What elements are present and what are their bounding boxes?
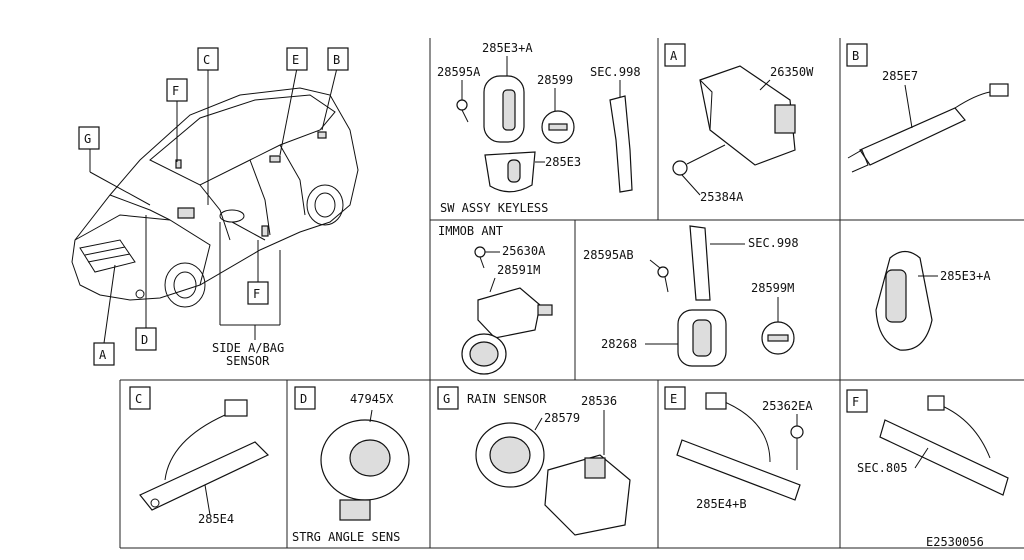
callout-letter: F (852, 395, 859, 409)
callout-letter: E (670, 392, 677, 406)
callout-letter: G (84, 132, 91, 146)
side-airbag-label-1: SIDE A/BAG (212, 341, 284, 355)
fob-panel: 285E3+A (875, 250, 991, 351)
keyless-part-285e3a: 285E3+A (482, 41, 533, 55)
sensor-bar-f (879, 419, 1009, 496)
callout-letter: G (443, 392, 450, 406)
immob-panel: IMMOB ANT 25630A 28591M (438, 224, 553, 375)
callout-letter: F (172, 84, 179, 98)
panel-g-part-28579: 28579 (544, 411, 580, 425)
callout-d: D (135, 327, 157, 351)
callout-letter: B (333, 53, 340, 67)
immob-title: IMMOB ANT (438, 224, 503, 238)
callout-f-bottom: F (247, 281, 269, 305)
side-airbag-label-2: SENSOR (226, 354, 270, 368)
callout-letter: B (852, 49, 859, 63)
callout-letter: A (670, 49, 678, 63)
keyless-panel: 285E3+A 28595A 28599 SEC.998 285E3 SW AS… (437, 41, 641, 215)
panel-e-part-25362ea: 25362EA (762, 399, 813, 413)
rain-sensor (544, 454, 631, 536)
key-part-28595ab: 28595AB (583, 248, 634, 262)
panel-e-part-285e4b: 285E4+B (696, 497, 747, 511)
callout-c: C (197, 47, 219, 71)
panel-a-part-25384a: 25384A (700, 190, 744, 204)
callout-letter: C (135, 392, 142, 406)
panel-grid (119, 38, 1024, 549)
callout-letter: C (203, 53, 210, 67)
key-part-28599m: 28599M (751, 281, 794, 295)
panel-g-part-28536: 28536 (581, 394, 617, 408)
immob-part-25630a: 25630A (502, 244, 546, 258)
callout-f-top: F (166, 78, 188, 102)
keyless-title: SW ASSY KEYLESS (440, 201, 548, 215)
callout-b: B (327, 47, 349, 71)
callout-g: G (78, 126, 100, 150)
keyless-part-28595a: 28595A (437, 65, 481, 79)
callout-letter: D (300, 392, 307, 406)
immob-part-28591m: 28591M (497, 263, 540, 277)
panel-g: G RAIN SENSOR 28536 28579 (437, 386, 631, 536)
callout-letter: A (99, 348, 107, 362)
panel-f: F SEC.805 (846, 389, 1009, 496)
immobilizer-antenna (477, 287, 541, 339)
panel-g-title: RAIN SENSOR (467, 392, 547, 406)
panel-b-part-285e7: 285E7 (882, 69, 918, 83)
key-part-28268: 28268 (601, 337, 637, 351)
keyless-key-blade (609, 95, 633, 193)
panel-f-part-sec805: SEC.805 (857, 461, 908, 475)
sensor-bar-c (139, 441, 270, 511)
key-part-sec998: SEC.998 (748, 236, 799, 250)
panel-b: B 285E7 (846, 43, 1009, 173)
panel-a-part-26350w: 26350W (770, 65, 814, 79)
panel-c-part-285e4: 285E4 (198, 512, 234, 526)
sensor-bar-e (676, 439, 801, 501)
diagram-id: E2530056 (926, 535, 984, 549)
key-panel: 28595AB SEC.998 28599M 28268 (583, 225, 799, 367)
panel-d: D 47945X STRG ANGLE SENS (292, 386, 410, 544)
keyless-part-285e3: 285E3 (545, 155, 581, 169)
panel-e: E 25362EA 285E4+B (664, 386, 813, 511)
panel-a: A 26350W 25384A (664, 43, 814, 204)
callout-a: A (93, 342, 115, 366)
callout-e: E (286, 47, 308, 71)
callout-letter: D (141, 333, 148, 347)
panel-d-title: STRG ANGLE SENS (292, 530, 400, 544)
fob-part-285e3a: 285E3+A (940, 269, 991, 283)
callout-letter: F (253, 287, 260, 301)
vehicle-illustration (71, 87, 359, 308)
antenna-bar (859, 107, 966, 166)
vehicle-leaders (89, 67, 338, 344)
key-blade (689, 225, 711, 301)
panel-d-part-47945x: 47945X (350, 392, 394, 406)
keyless-part-28599: 28599 (537, 73, 573, 87)
panel-c: C 285E4 (129, 386, 270, 526)
keyless-part-sec998: SEC.998 (590, 65, 641, 79)
callout-letter: E (292, 53, 299, 67)
